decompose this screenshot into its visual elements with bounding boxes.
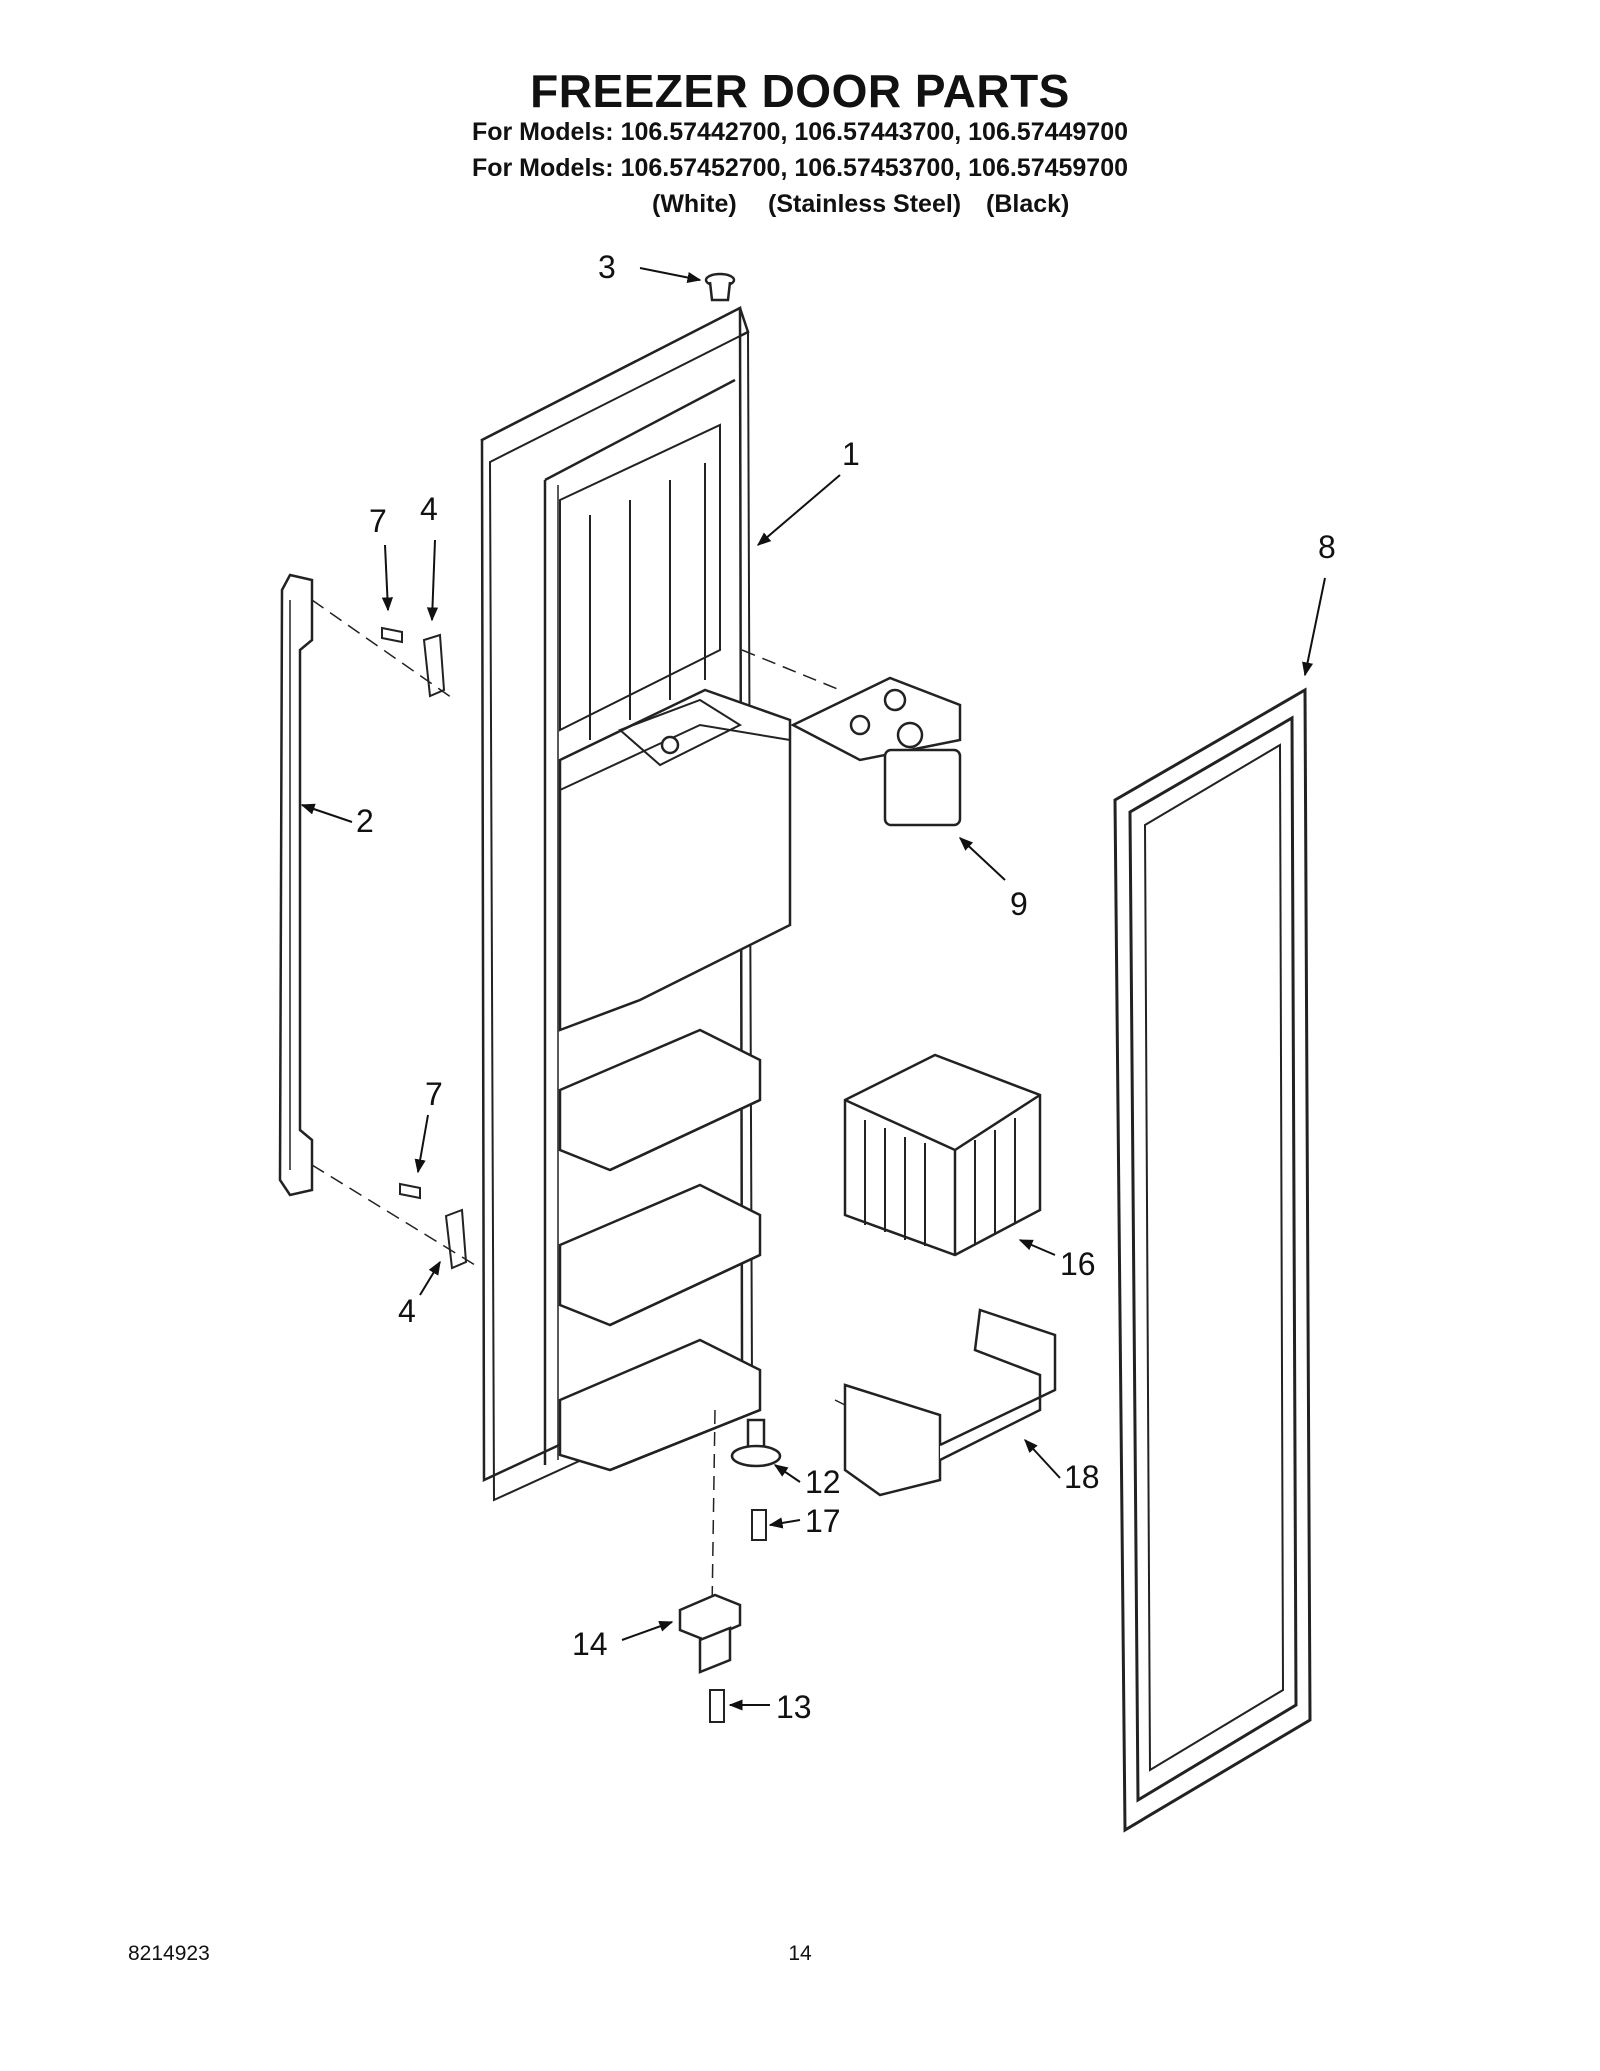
callout-18: 18 (1064, 1459, 1100, 1495)
document-number: 8214923 (128, 1942, 210, 1965)
callout-1: 1 (842, 436, 860, 472)
callout-8: 8 (1318, 529, 1336, 565)
handle-fasteners (381, 626, 468, 1270)
cap-part (704, 272, 736, 302)
color-black-label: (Black) (986, 190, 1070, 218)
callout-arrows (300, 267, 1326, 1711)
callout-12: 12 (805, 1464, 841, 1500)
callout-9: 9 (1010, 886, 1028, 922)
assembly-leader-lines (311, 599, 876, 1611)
color-white-label: (White) (652, 190, 737, 218)
callout-4-top: 4 (420, 491, 438, 527)
color-stainless-label: (Stainless Steel) (768, 190, 962, 218)
callout-4-bottom: 4 (398, 1293, 416, 1329)
callout-7-top: 7 (369, 503, 387, 539)
callout-2: 2 (356, 803, 374, 839)
callout-17: 17 (805, 1503, 841, 1539)
handle-part (278, 573, 314, 1197)
chute-flap-part (790, 676, 962, 827)
callout-labels: 3 1 7 4 8 2 9 7 16 4 18 12 17 14 13 (356, 249, 1336, 1725)
models-line-2: For Models: 106.57452700, 106.57453700, … (471, 154, 1129, 182)
callout-13: 13 (776, 1689, 812, 1725)
callout-7-bottom: 7 (425, 1076, 443, 1112)
color-variants: (White) (Stainless Steel) (Black) (0, 190, 1600, 222)
door-liner-part (480, 305, 792, 1502)
bin-bracket-part (843, 1308, 1057, 1497)
hinge-pin-part (730, 1418, 782, 1468)
hinge-screw-small-part (751, 1509, 767, 1541)
hinge-plate-part (678, 1593, 742, 1674)
page-number: 14 (788, 1942, 812, 1965)
callout-16: 16 (1060, 1246, 1096, 1282)
callout-3: 3 (598, 249, 616, 285)
ice-basket-part (843, 1053, 1042, 1257)
door-gasket-part (1113, 687, 1312, 1833)
hinge-screw-part (709, 1689, 725, 1723)
models-line-1: For Models: 106.57442700, 106.57443700, … (471, 118, 1129, 146)
callout-14: 14 (572, 1626, 608, 1662)
page-title: FREEZER DOOR PARTS (530, 65, 1070, 117)
